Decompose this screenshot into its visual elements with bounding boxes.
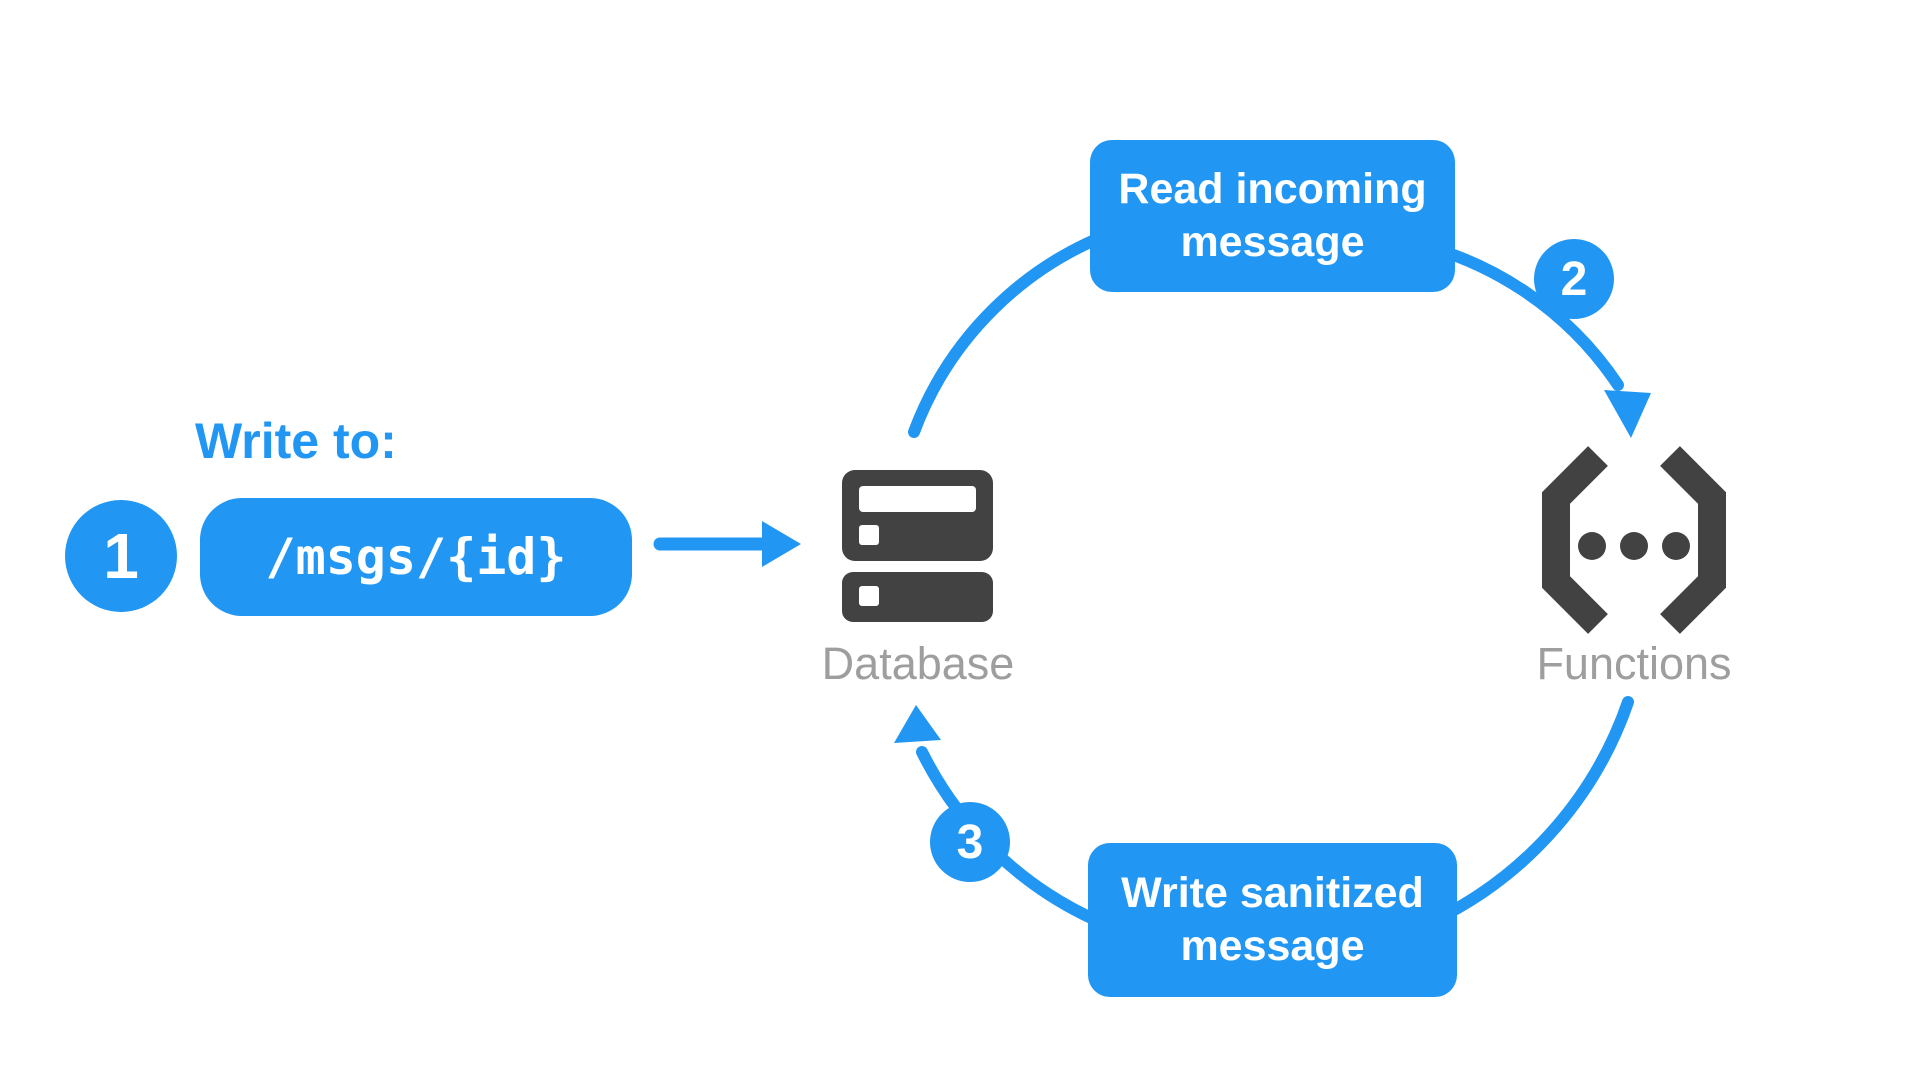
step-2-badge: 2 [1534, 239, 1614, 319]
step-3-badge: 3 [930, 802, 1010, 882]
write-message-line2: message [1180, 922, 1365, 970]
database-label: Database [821, 638, 1015, 689]
arc-database-to-read [908, 224, 1126, 438]
step-3-number: 3 [956, 815, 984, 869]
step-2-number: 2 [1560, 252, 1588, 306]
write-message-line1: Write sanitized [1121, 869, 1424, 917]
read-message-line1: Read incoming [1118, 165, 1427, 213]
arrow-up-icon [894, 705, 941, 743]
path-pill-text: /msgs/{id} [265, 528, 567, 586]
write-to-label: Write to: [195, 413, 397, 469]
write-message-box: Write sanitized message [1088, 843, 1457, 997]
arrow-down-icon [1604, 390, 1651, 438]
step-1-badge: 1 [65, 500, 177, 612]
arrow-right-icon [653, 521, 801, 567]
functions-icon [1542, 446, 1726, 634]
functions-label: Functions [1536, 638, 1732, 689]
arc-functions-to-write [1439, 696, 1634, 921]
database-icon [842, 470, 993, 622]
path-pill: /msgs/{id} [200, 498, 632, 616]
step-1-number: 1 [103, 520, 139, 592]
read-message-line2: message [1180, 218, 1365, 266]
read-message-box: Read incoming message [1090, 140, 1455, 292]
